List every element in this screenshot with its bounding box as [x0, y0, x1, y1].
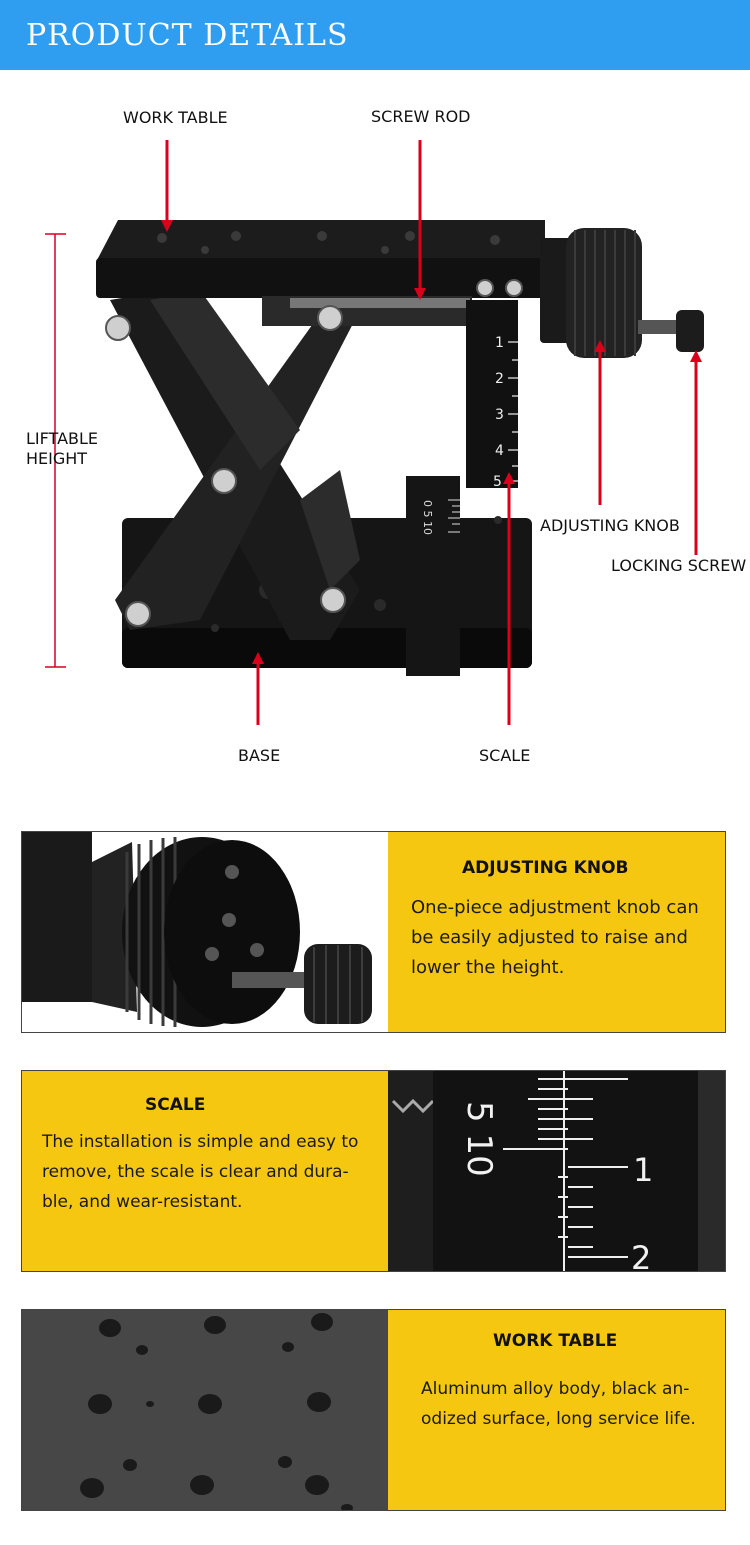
scale-photo: 5 10 1 2 — [388, 1071, 725, 1272]
lower-scale-numbers: 0 5 10 — [421, 500, 434, 535]
work-table-photo — [22, 1310, 388, 1510]
work-table-text: WORK TABLE Aluminum alloy body, black an… — [389, 1310, 725, 1510]
lower-scale: 0 5 10 — [406, 476, 460, 676]
panel-title-scale: SCALE — [145, 1095, 206, 1115]
adjusting-knob-graphic — [540, 228, 642, 358]
label-height: HEIGHT — [26, 449, 88, 468]
scale-tick-1: 1 — [495, 335, 504, 351]
scale-tick-3: 3 — [495, 407, 504, 423]
panel-title-adjusting-knob: ADJUSTING KNOB — [462, 858, 629, 878]
panel-body-line: One-piece adjustment knob can — [411, 897, 699, 918]
scale-photo-tick-1: 1 — [633, 1151, 653, 1189]
screw-rod — [262, 296, 472, 326]
panel-title-work-table: WORK TABLE — [493, 1331, 618, 1351]
label-screw-rod: SCREW ROD — [371, 107, 471, 126]
panel-body-adjusting-knob: One-piece adjustment knob can be easily … — [411, 893, 699, 983]
scale-photo-vernier-numbers: 5 10 — [459, 1101, 499, 1177]
label-scale: SCALE — [479, 746, 531, 765]
page-title: PRODUCT DETAILS — [26, 18, 349, 53]
label-liftable: LIFTABLE — [26, 429, 99, 448]
panel-body-line: Aluminum alloy body, black an- — [421, 1379, 690, 1399]
scissor-arms — [110, 290, 360, 640]
feature-panel-adjusting-knob: ADJUSTING KNOB One-piece adjustment knob… — [21, 831, 726, 1033]
label-work-table: WORK TABLE — [123, 108, 228, 127]
work-table-plate — [96, 220, 548, 298]
panel-body-line: ble, and wear-resistant. — [42, 1192, 243, 1212]
label-adjusting-knob: ADJUSTING KNOB — [540, 516, 680, 535]
adjusting-knob-text: ADJUSTING KNOB One-piece adjustment knob… — [389, 832, 725, 1032]
page-header: PRODUCT DETAILS — [0, 0, 750, 70]
label-base: BASE — [238, 746, 281, 765]
panel-body-line: lower the height. — [411, 957, 565, 978]
adjusting-knob-photo — [22, 832, 388, 1032]
scale-tick-5: 5 — [493, 474, 502, 490]
scale-tick-4: 4 — [495, 443, 504, 459]
feature-panel-work-table: WORK TABLE Aluminum alloy body, black an… — [21, 1309, 726, 1511]
panel-body-line: be easily adjusted to raise and — [411, 927, 688, 948]
panel-body-line: remove, the scale is clear and dura- — [42, 1162, 349, 1182]
liftable-height-bracket — [45, 233, 66, 668]
callout-arrows — [161, 140, 702, 725]
panel-body-line: The installation is simple and easy to — [42, 1132, 359, 1152]
label-locking-screw: LOCKING SCREW — [611, 556, 747, 575]
feature-panel-scale: SCALE The installation is simple and eas… — [21, 1070, 726, 1272]
scale-tick-2: 2 — [495, 371, 504, 387]
panel-body-work-table: Aluminum alloy body, black an- odized su… — [421, 1374, 696, 1434]
locking-screw-graphic — [638, 310, 704, 352]
panel-body-scale: The installation is simple and easy to r… — [42, 1127, 358, 1217]
upper-scale: 1 2 3 4 5 — [466, 300, 518, 490]
lift-stage-illustration: 1 2 3 4 5 0 5 10 — [45, 140, 704, 725]
product-diagram: 1 2 3 4 5 0 5 10 — [0, 70, 750, 790]
scale-text: SCALE The installation is simple and eas… — [22, 1071, 360, 1271]
panel-body-line: odized surface, long service life. — [421, 1409, 696, 1429]
scale-photo-tick-2: 2 — [631, 1239, 651, 1272]
